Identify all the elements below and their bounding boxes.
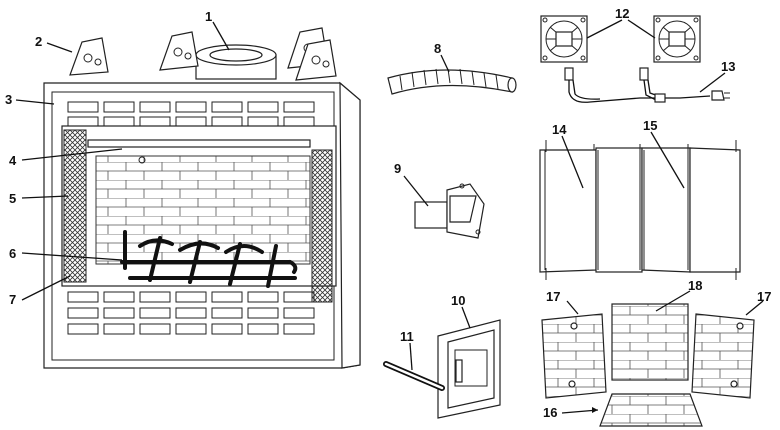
- fireplace-unit: [43, 27, 361, 369]
- callout-5: 5: [9, 191, 16, 206]
- callout-8: 8: [434, 41, 441, 56]
- mesh-screen-right: [311, 149, 333, 303]
- callout-6: 6: [9, 246, 16, 261]
- callout-9: 9: [394, 161, 401, 176]
- callout-17-left: 17: [546, 289, 560, 304]
- brick-panel-right: [691, 313, 755, 399]
- callout-2: 2: [35, 34, 42, 49]
- blower-fans: [540, 15, 701, 63]
- refractory-panels: [539, 140, 741, 280]
- brick-panel-left: [541, 313, 607, 399]
- callout-13: 13: [721, 59, 735, 74]
- callout-12: 12: [615, 6, 629, 21]
- access-panel: [437, 319, 501, 419]
- mesh-screen-left: [63, 129, 87, 283]
- fireplace-grate: [120, 230, 298, 288]
- callout-7: 7: [9, 292, 16, 307]
- top-louvers: [67, 101, 315, 128]
- vent-collar: [195, 44, 277, 80]
- callout-4: 4: [9, 153, 17, 168]
- callout-15: 15: [643, 118, 657, 133]
- callout-1: 1: [205, 9, 212, 24]
- vent-cap: [414, 183, 485, 239]
- firebox-back-wall: [95, 155, 311, 265]
- callout-11: 11: [400, 329, 414, 344]
- callout-18: 18: [688, 278, 702, 293]
- frame-side: [339, 81, 361, 369]
- callout-17-right: 17: [757, 289, 771, 304]
- damper-rod: [87, 139, 311, 148]
- bottom-louvers: [67, 291, 315, 335]
- brick-panel-back: [611, 303, 689, 381]
- callout-14: 14: [552, 122, 567, 137]
- nailing-brackets: [69, 27, 337, 81]
- flex-duct: [387, 68, 517, 95]
- callout-16: 16: [543, 405, 557, 420]
- callout-3: 3: [5, 92, 12, 107]
- callout-labels: 1 2 3 4 5 6 7 8 9 10 11 12 13 14 15 16 1…: [5, 6, 771, 420]
- power-cord: [564, 67, 730, 103]
- hearth-floor-panel: [599, 393, 703, 427]
- callout-10: 10: [451, 293, 465, 308]
- leader-lines: [15, 19, 764, 414]
